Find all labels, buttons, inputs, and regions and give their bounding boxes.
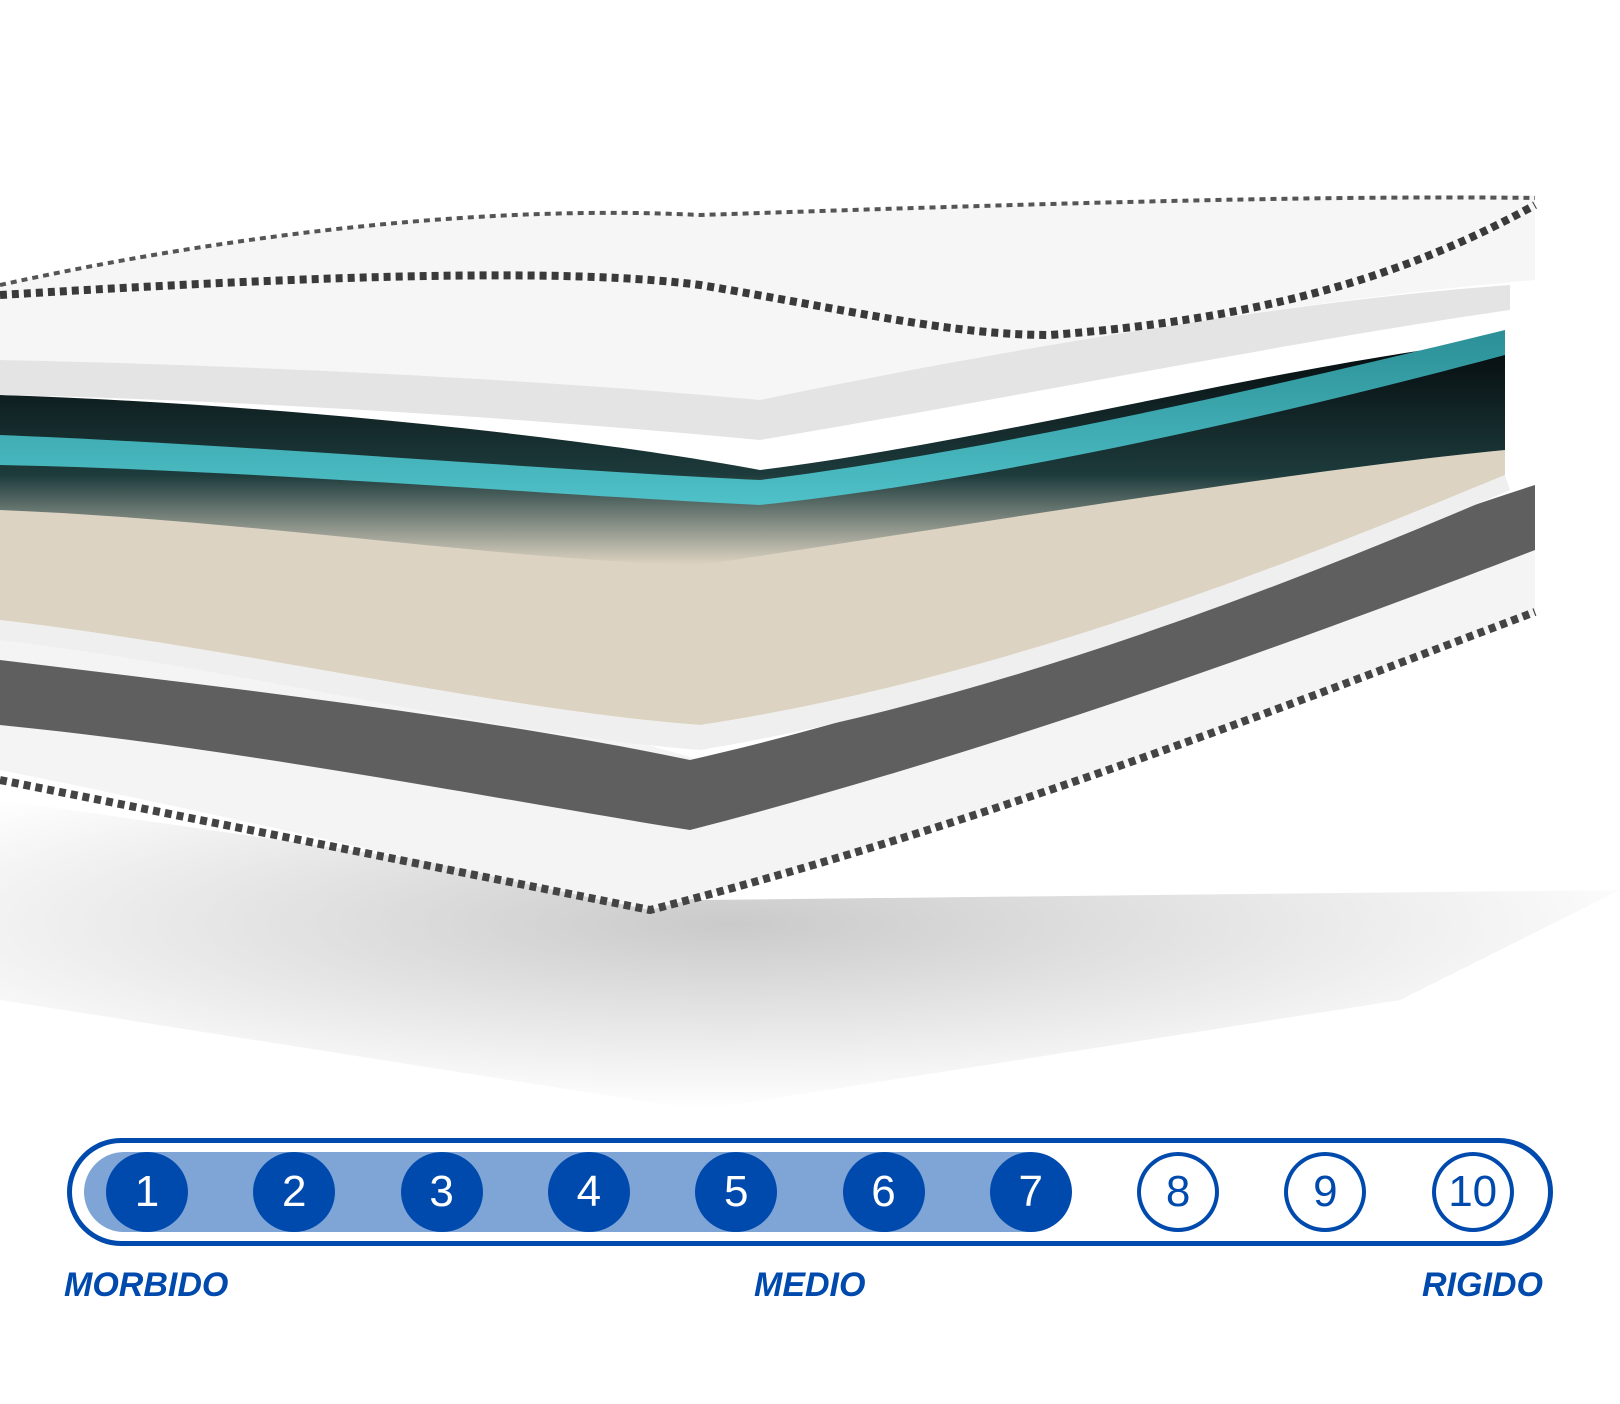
firmness-level-4: 4	[547, 1152, 630, 1232]
support-foam-layer	[0, 450, 1510, 750]
label-medium: MEDIO	[754, 1266, 866, 1304]
floor-shadow	[0, 800, 1620, 1110]
firmness-level-7: 7	[989, 1152, 1072, 1232]
label-soft: MORBIDO	[64, 1266, 229, 1304]
firmness-level-8: 8	[1137, 1152, 1220, 1232]
grey-band	[0, 485, 1535, 830]
firmness-level-10: 10	[1431, 1152, 1514, 1232]
bottom-cover	[0, 485, 1537, 915]
label-firm: RIGIDO	[1422, 1266, 1543, 1304]
top-cover	[0, 195, 1537, 440]
firmness-level-6: 6	[842, 1152, 925, 1232]
firmness-level-5: 5	[695, 1152, 778, 1232]
memory-foam-layer	[0, 330, 1505, 505]
firmness-level-1: 1	[106, 1152, 188, 1232]
firmness-level-2: 2	[253, 1152, 336, 1232]
transition-shadow	[0, 340, 1505, 565]
firmness-level-9: 9	[1284, 1152, 1367, 1232]
firmness-level-3: 3	[400, 1152, 483, 1232]
mattress-layers-illustration	[0, 195, 1620, 1110]
